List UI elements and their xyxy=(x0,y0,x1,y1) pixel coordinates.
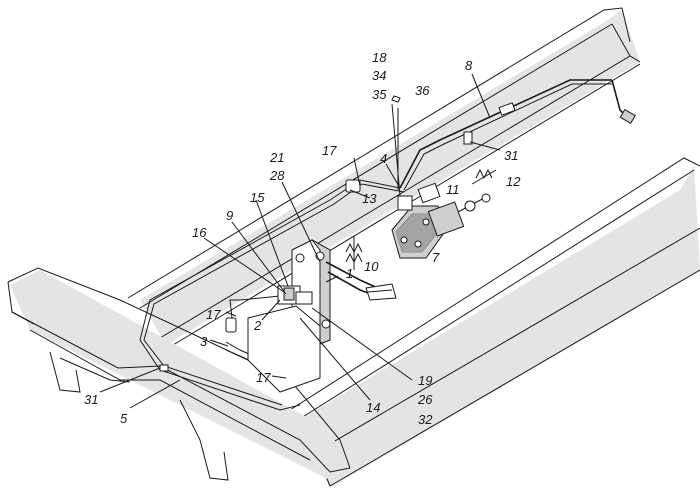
callout-12: 12 xyxy=(506,174,521,189)
callout-17-top: 17 xyxy=(322,143,337,158)
callout-31-top: 31 xyxy=(504,148,518,163)
pneumatic-booster xyxy=(391,182,491,259)
callout-17-mid: 17 xyxy=(206,307,221,322)
pedal-assembly xyxy=(247,239,397,393)
callout-35: 35 xyxy=(372,87,387,102)
callout-18: 18 xyxy=(372,50,387,65)
callout-31-bottom: 31 xyxy=(84,392,98,407)
callout-5: 5 xyxy=(120,411,128,426)
callout-28: 28 xyxy=(269,168,285,183)
callout-21: 21 xyxy=(269,150,284,165)
callout-17-bottom: 17 xyxy=(256,370,271,385)
callout-8: 8 xyxy=(465,58,473,73)
callout-labels: 18 34 35 36 8 21 28 17 4 31 12 11 13 9 1… xyxy=(84,50,521,427)
callout-9: 9 xyxy=(226,208,233,223)
callout-11: 11 xyxy=(446,182,460,197)
callout-34: 34 xyxy=(372,68,386,83)
callout-19: 19 xyxy=(418,373,432,388)
callout-26: 26 xyxy=(417,392,433,407)
cross-member xyxy=(7,267,351,481)
callout-16: 16 xyxy=(192,225,207,240)
callout-32: 32 xyxy=(418,412,433,427)
callout-1: 1 xyxy=(346,266,353,281)
callout-15: 15 xyxy=(250,190,265,205)
callout-3: 3 xyxy=(200,334,208,349)
pipelines xyxy=(139,79,629,411)
callout-2: 2 xyxy=(253,318,262,333)
callout-10: 10 xyxy=(364,259,379,274)
callout-14: 14 xyxy=(366,400,380,415)
callout-4: 4 xyxy=(380,151,387,166)
spring-10 xyxy=(345,236,363,270)
callout-7: 7 xyxy=(432,250,440,265)
leader-lines xyxy=(99,73,501,409)
spring-12 xyxy=(471,168,497,185)
callout-13: 13 xyxy=(362,191,377,206)
callout-36: 36 xyxy=(415,83,430,98)
